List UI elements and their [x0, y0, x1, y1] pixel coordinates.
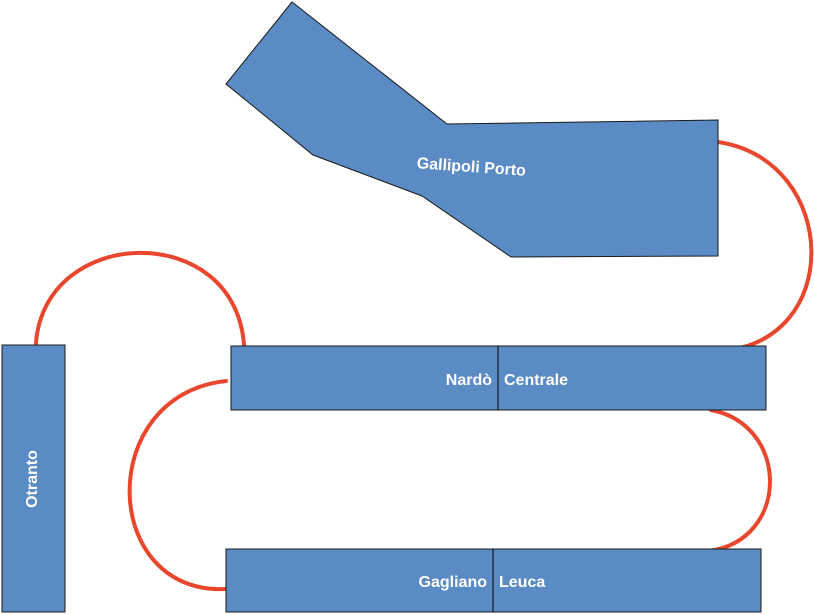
label-gagliano: Gagliano	[419, 574, 488, 591]
block-otranto[interactable]: Otranto	[1, 344, 66, 613]
block-gallipoli-porto[interactable]: Gallipoli Porto	[225, 1, 719, 258]
connector-otranto-nardo	[34, 251, 246, 347]
block-nardo-centrale[interactable]: Nardò Centrale	[230, 345, 767, 411]
block-gagliano-leuca[interactable]: Gagliano Leuca	[225, 548, 762, 613]
label-nardo: Nardò	[446, 372, 492, 389]
connector-nardo-gagliano	[127, 379, 228, 592]
block-gallipoli-shape	[225, 1, 719, 258]
label-centrale: Centrale	[504, 372, 568, 389]
label-otranto: Otranto	[24, 450, 41, 508]
connector-gallipoli-centrale	[716, 140, 814, 353]
block-otranto-shape	[1, 344, 66, 613]
label-leuca: Leuca	[499, 574, 545, 591]
connector-centrale-leuca	[707, 408, 772, 553]
